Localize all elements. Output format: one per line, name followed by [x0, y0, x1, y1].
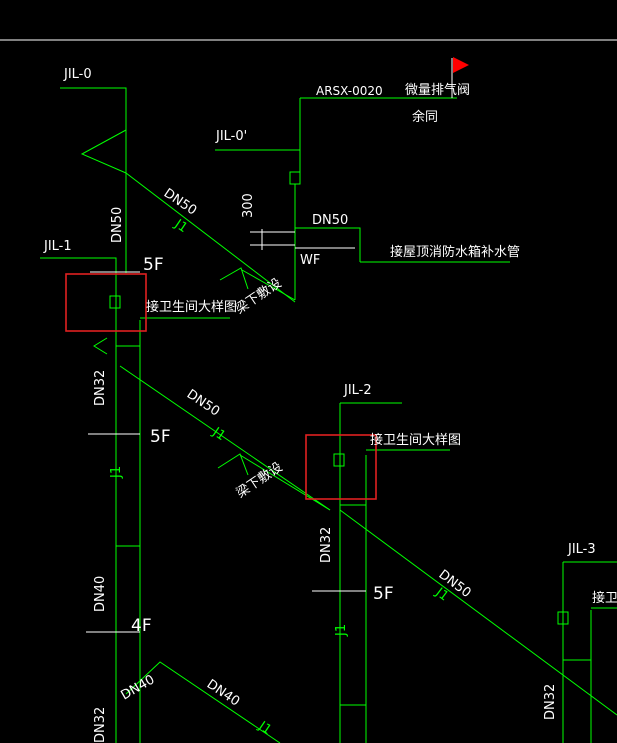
label-bathroom-detail-1: 接卫生间大样图	[146, 299, 237, 315]
label-dim-300: 300	[241, 193, 256, 218]
label-j1-mid: J1	[209, 424, 228, 444]
label-roof-tank: 接屋顶消防水箱补水管	[390, 244, 520, 260]
label-jil2: JIL-2	[343, 383, 372, 398]
label-dn50-jil0: DN50	[110, 207, 125, 243]
valve-jil0p	[289, 171, 301, 185]
label-vent-valve: 微量排气阀	[405, 82, 470, 98]
label-same: 余同	[412, 109, 438, 125]
label-dn32-jil2: DN32	[319, 527, 334, 563]
flag-icon	[453, 57, 469, 73]
label-jil1: JIL-1	[43, 239, 72, 254]
highlight-box-2	[305, 434, 377, 500]
label-dn32-jil1-low: DN32	[93, 707, 108, 743]
label-bathroom-detail-2: 接卫生间大样图	[370, 432, 461, 448]
label-arsx: ARSX-0020	[316, 84, 383, 98]
label-dn40-branch-a: DN40	[119, 672, 158, 703]
pipe-diagonal-mid	[119, 365, 331, 511]
label-dn32-jil3: DN32	[543, 684, 558, 720]
riser-jil1-wedge	[93, 337, 108, 355]
highlight-box-1	[65, 273, 147, 332]
label-beam-under-2: 梁下敷设	[234, 460, 286, 502]
pipe-roof-tank	[295, 227, 361, 262]
label-jil0p: JIL-0'	[215, 129, 247, 144]
valve-jil2	[333, 453, 345, 467]
label-floor-5f-c: 5F	[373, 584, 394, 604]
label-j1-branch: J1	[255, 718, 274, 738]
label-wf: WF	[300, 253, 320, 268]
label-floor-5f-a: 5F	[143, 255, 164, 275]
label-floor-4f: 4F	[131, 616, 152, 636]
pipe-segment-top	[241, 269, 296, 301]
valve-jil3	[557, 611, 569, 625]
beam-marker-1	[219, 267, 249, 290]
label-jil3: JIL-3	[567, 542, 596, 557]
label-bathroom-detail-3: 接卫	[592, 590, 617, 606]
label-beam-under-1: 梁下敷设	[233, 276, 285, 318]
pipe-branch-dn40	[125, 661, 281, 743]
valve-jil1	[109, 295, 121, 309]
riser-jil1	[40, 257, 117, 743]
label-jil0: JIL-0	[63, 67, 92, 82]
label-dn50-roof: DN50	[312, 213, 348, 228]
riser-jil0-branch-wedge	[80, 129, 127, 174]
beam-marker-2	[217, 453, 249, 476]
riser-jil0	[60, 87, 127, 273]
label-dn32-jil1: DN32	[93, 370, 108, 406]
label-dn40-jil1: DN40	[93, 576, 108, 612]
label-j1-jil2: J1	[334, 624, 349, 637]
pipe-segment-mid	[239, 454, 331, 511]
pipe-diagonal-low	[339, 509, 617, 716]
label-dn50-diag-mid: DN50	[184, 387, 222, 420]
label-floor-5f-b: 5F	[150, 427, 171, 447]
pipe-diagonal-top	[125, 172, 296, 303]
label-j1-jil1: J1	[109, 466, 124, 479]
